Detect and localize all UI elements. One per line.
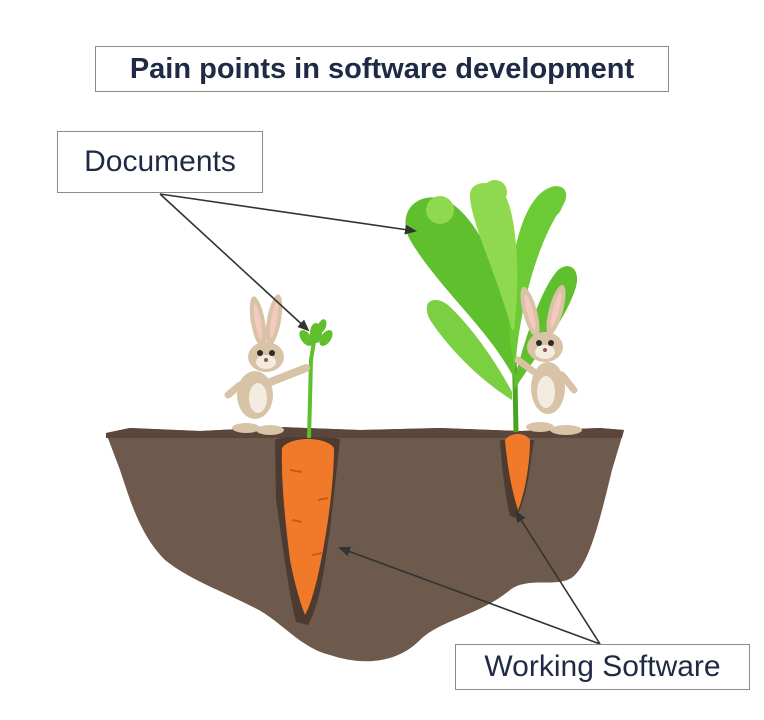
big-carrot-root: [505, 434, 530, 510]
small-carrot-root: [281, 439, 334, 615]
right-rabbit: [514, 284, 582, 435]
small-carrot-rings: [289, 469, 329, 556]
arrow-software-to-big-carrot: [514, 510, 601, 645]
small-carrot-stem: [307, 334, 317, 439]
soil-ground: [106, 427, 624, 662]
arrow-documents-to-small-leaves: [159, 193, 310, 332]
small-carrot-leaves: [299, 319, 333, 346]
page-title: Pain points in software development: [95, 46, 669, 92]
left-rabbit: [224, 294, 310, 435]
arrow-software-to-small-carrot: [338, 546, 601, 645]
arrow-documents-to-big-leaves: [159, 193, 417, 235]
documents-label: Documents: [57, 131, 263, 193]
working-software-label: Working Software: [455, 644, 750, 690]
